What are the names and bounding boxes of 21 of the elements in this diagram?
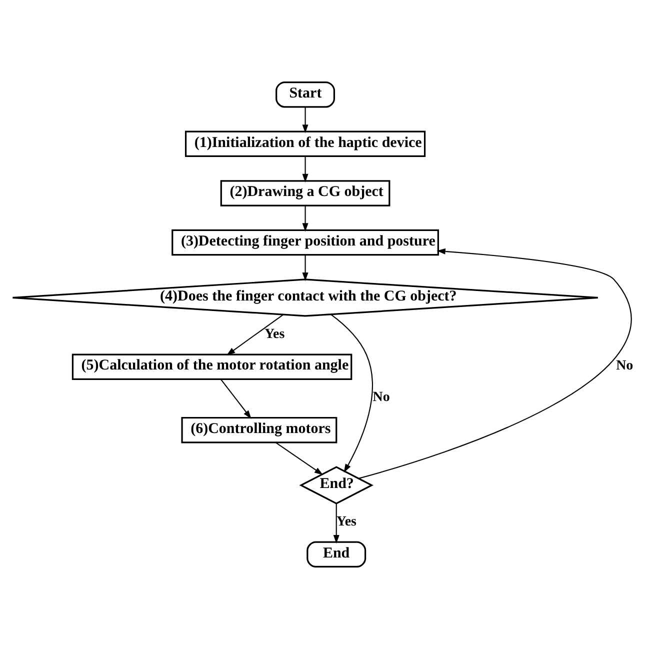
node-box: (3)Detecting finger position and posture bbox=[172, 228, 439, 256]
arrow bbox=[302, 205, 308, 232]
arrow bbox=[302, 254, 308, 281]
node-diamond: (4)Does the finger contact with the CG object? bbox=[12, 278, 599, 316]
arrow bbox=[220, 378, 252, 418]
arrow bbox=[226, 314, 284, 355]
edge-label: No bbox=[372, 390, 390, 405]
node-box: (1)Initialization of the haptic device bbox=[184, 130, 426, 157]
arrow bbox=[302, 156, 308, 182]
arrow bbox=[333, 503, 340, 544]
edge-label: Yes bbox=[264, 326, 285, 342]
edge-label: No bbox=[616, 358, 634, 373]
node-box: (5)Calculation of the motor rotation angle bbox=[72, 353, 352, 380]
arrow bbox=[276, 442, 324, 475]
node-box: (6)Controlling motors bbox=[181, 416, 338, 443]
node-box: (2)Drawing a CG object bbox=[220, 180, 390, 206]
arrow bbox=[330, 314, 373, 472]
arrow bbox=[358, 248, 632, 478]
node-box: Start bbox=[276, 80, 336, 108]
node-box: End bbox=[306, 540, 366, 568]
arrow bbox=[302, 106, 308, 133]
